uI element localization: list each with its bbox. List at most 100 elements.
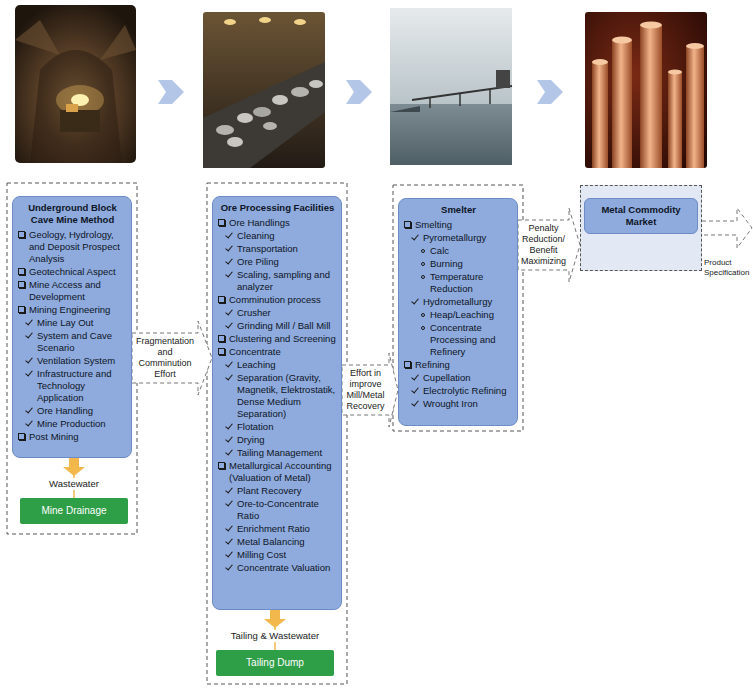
box-heading: Metal Commodity Market [584, 198, 698, 234]
port-photo [390, 106, 420, 112]
item-text: Ventilation System [37, 355, 127, 367]
bullet-mark [421, 313, 425, 317]
bullet-mark [421, 262, 425, 266]
item-text: Ore Piling [237, 256, 337, 268]
bullet-mark [225, 448, 233, 456]
copper-photo [585, 12, 707, 168]
flow-connector [132, 321, 212, 395]
item-text: System and Cave Scenario [37, 330, 127, 354]
item-text: Comminution process [229, 294, 337, 306]
list-item: Crusher [218, 307, 337, 319]
item-text: Refining [415, 359, 513, 371]
item-text: Concentrate Valuation [237, 562, 337, 574]
bullet-mark [225, 550, 233, 558]
note-label: Product Specification [704, 258, 752, 278]
flow-chevron [158, 80, 184, 104]
item-text: Mine Lay Out [37, 317, 127, 329]
box-heading: Smelter [404, 204, 513, 216]
list-item: Mine Lay Out [18, 317, 127, 329]
list-item: Flotation [218, 421, 337, 433]
mine-photo [30, 50, 122, 163]
conveyor-photo [227, 137, 243, 147]
process-box: Underground Block Cave Mine MethodGeolog… [12, 196, 132, 458]
item-text: Grinding Mill / Ball Mill [237, 320, 337, 332]
bullet-mark [225, 486, 233, 494]
connector-label: Wastewater [47, 478, 101, 490]
bullet-mark [225, 537, 233, 545]
item-text: Concentrate [229, 346, 337, 358]
conveyor-photo [272, 95, 288, 105]
copper-photo [592, 59, 608, 65]
conveyor-photo [203, 62, 325, 168]
connector-label: Effort in improve Mill/Metal Recovery [344, 368, 387, 412]
bullet-mark [25, 419, 33, 427]
item-text: Ore Handlings [229, 217, 337, 229]
mine-photo [15, 5, 136, 163]
bullet-mark [225, 308, 233, 316]
bullet-mark [404, 221, 411, 228]
bullet-mark [225, 360, 233, 368]
block-arrow [518, 208, 580, 282]
item-text: Tailing Management [237, 447, 337, 459]
port-photo [459, 94, 461, 106]
item-text: Crusher [237, 307, 337, 319]
copper-photo [612, 37, 632, 44]
port-photo [390, 104, 512, 165]
bullet-mark [218, 335, 225, 342]
item-text: Drying [237, 434, 337, 446]
box-label: Tailing Dump [246, 657, 304, 669]
output-box: Mine Drainage [20, 498, 128, 524]
list-item: Calc [404, 245, 513, 257]
bullet-mark [25, 331, 33, 339]
copper-photo [612, 40, 632, 168]
bullet-mark [25, 406, 33, 414]
block-arrowhead [63, 458, 85, 476]
market-box: Metal Commodity Market [580, 185, 702, 271]
port-photo [412, 86, 512, 100]
list-item: Cleaning [218, 230, 337, 242]
group-outline [393, 185, 523, 431]
mine-photo [66, 104, 78, 112]
conveyor-photo [294, 19, 306, 25]
conveyor-photo [259, 17, 271, 23]
block-arrow [132, 321, 212, 395]
bullet-mark [411, 386, 419, 394]
item-text: Scaling, sampling and analyzer [237, 269, 337, 293]
copper-photo [585, 12, 707, 168]
list-item: Separation (Gravity, Magnetik, Elektrost… [218, 372, 337, 420]
mine-photo [60, 110, 100, 132]
list-item: Grinding Mill / Ball Mill [218, 320, 337, 332]
item-text: Metal Balancing [237, 536, 337, 548]
list-item: Metal Balancing [218, 536, 337, 548]
conveyor-photo [203, 12, 325, 168]
group-outline [207, 183, 347, 684]
item-text: Wrought Iron [423, 398, 513, 410]
item-text: Transportation [237, 243, 337, 255]
bullet-mark [18, 433, 25, 440]
item-text: Separation (Gravity, Magnetik, Elektrost… [237, 372, 337, 420]
flow-chevron [158, 80, 563, 104]
item-text: Concentrate Processing and Refinery [430, 322, 513, 358]
item-text: Flotation [237, 421, 337, 433]
list-item: Transportation [218, 243, 337, 255]
connector-label: Fragmentation and Comminution Effort [134, 336, 196, 380]
block-arrow [342, 353, 398, 427]
connector-label: Tailing & Wastewater [229, 630, 321, 642]
bullet-mark [411, 399, 419, 407]
box-label: Mine Drainage [41, 505, 106, 517]
bullet-mark [18, 231, 25, 238]
bullet-mark [225, 257, 233, 265]
item-text: Clustering and Screening [229, 333, 337, 345]
bullet-mark [218, 219, 225, 226]
list-item: Post Mining [18, 431, 127, 443]
list-item: Scaling, sampling and analyzer [218, 269, 337, 293]
item-text: Calc [430, 245, 513, 257]
bullet-mark [225, 422, 233, 430]
item-text: Pyrometallurgy [423, 232, 513, 244]
box-heading: Underground Block Cave Mine Method [18, 202, 127, 226]
mine-photo [15, 5, 136, 163]
process-box: SmelterSmeltingPyrometallurgyCalcBurning… [398, 198, 518, 426]
list-item: Leaching [218, 359, 337, 371]
item-text: Mine Access and Development [29, 279, 127, 303]
list-item: Ore-to-Concentrate Ratio [218, 498, 337, 522]
